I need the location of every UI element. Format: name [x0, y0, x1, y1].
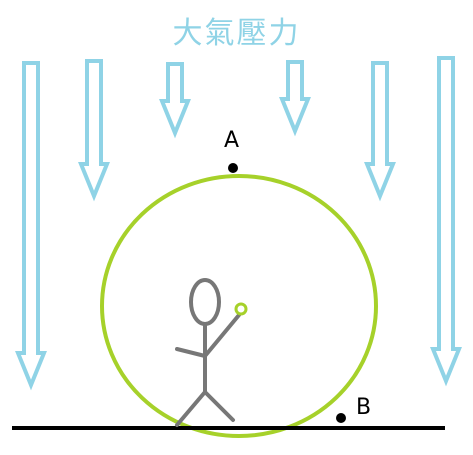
- point-a-label: A: [224, 128, 240, 153]
- pressure-arrows: [15, 56, 462, 391]
- person-right-leg: [203, 390, 235, 422]
- bubble-circle: [100, 174, 378, 438]
- pressure-arrow-icon: [364, 61, 396, 202]
- person-left-leg: [175, 390, 207, 427]
- pressure-arrow-icon: [78, 59, 110, 202]
- stick-figure-icon: [175, 278, 241, 427]
- diagram-title: 大氣壓力: [172, 16, 301, 51]
- pressure-arrow-icon: [430, 56, 462, 387]
- pressure-arrow-icon: [159, 62, 191, 139]
- point-a-dot: [228, 163, 238, 173]
- person-right-arm: [203, 313, 241, 358]
- person-left-arm: [175, 347, 207, 358]
- small-bubble-icon: [234, 302, 248, 316]
- point-b-dot: [336, 413, 346, 423]
- person-head: [189, 278, 221, 326]
- pressure-arrow-icon: [15, 61, 47, 391]
- pressure-arrow-icon: [279, 60, 311, 137]
- point-b-label: B: [356, 395, 372, 420]
